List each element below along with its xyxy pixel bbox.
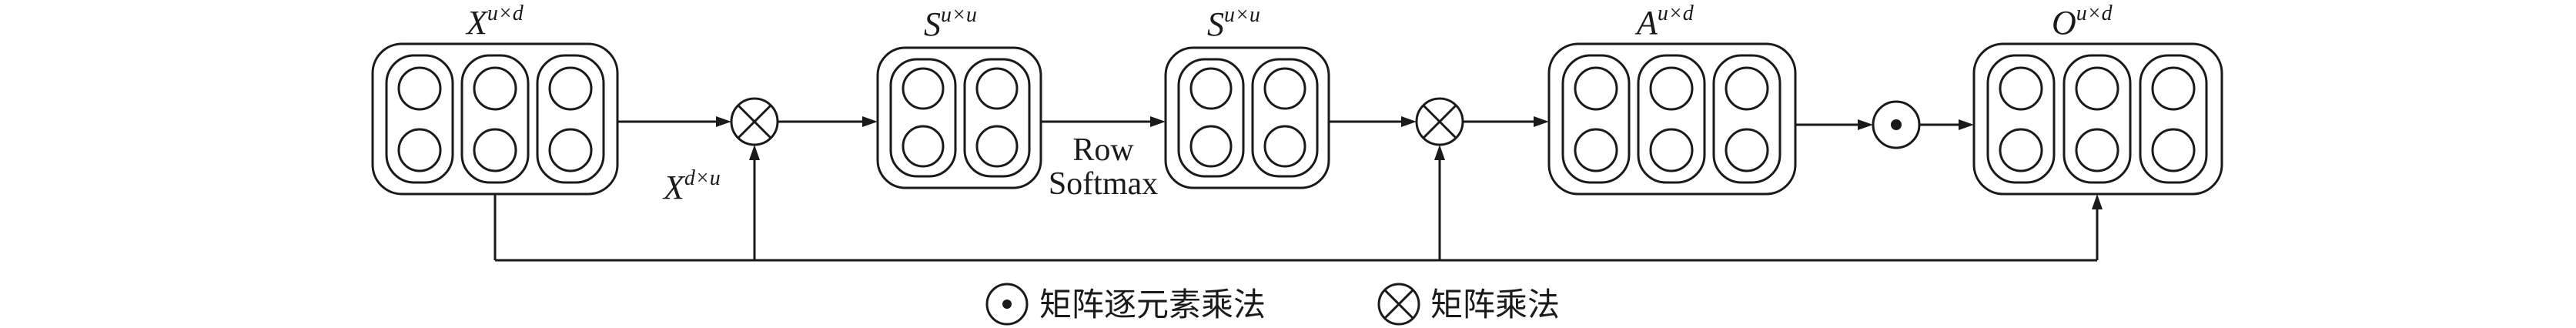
matrix-column bbox=[385, 54, 454, 184]
row-softmax-label-2: Softmax bbox=[1049, 166, 1158, 202]
label-x-transpose: Xd×u bbox=[662, 166, 721, 206]
neuron-node bbox=[1263, 67, 1306, 110]
neuron-node bbox=[397, 66, 442, 111]
neuron-node bbox=[902, 67, 945, 110]
neuron-node bbox=[548, 66, 593, 111]
neuron-node bbox=[473, 128, 517, 172]
neuron-node bbox=[473, 66, 517, 111]
matrix-column bbox=[1177, 58, 1245, 178]
matrix-column bbox=[1561, 54, 1631, 184]
neuron-node bbox=[2075, 128, 2119, 172]
row-softmax-label: Row bbox=[1072, 132, 1134, 168]
matrix-column bbox=[460, 54, 530, 184]
matrix-column bbox=[1637, 54, 1706, 184]
matrix-block-s1 bbox=[876, 46, 1042, 189]
neuron-node bbox=[1574, 66, 1618, 111]
matrix-column bbox=[1712, 54, 1781, 184]
legend-elementwise-icon bbox=[985, 283, 1029, 326]
neuron-node bbox=[1189, 67, 1233, 110]
neuron-node bbox=[1574, 128, 1618, 172]
matrix-block-o bbox=[1972, 42, 2223, 196]
neuron-node bbox=[397, 128, 442, 172]
legend-matmul-icon bbox=[1377, 283, 1420, 326]
neuron-node bbox=[1649, 66, 1694, 111]
legend-matmul-label: 矩阵乘法 bbox=[1430, 286, 1560, 323]
matrix-column bbox=[536, 54, 605, 184]
neuron-node bbox=[548, 128, 593, 172]
label-s2: Su×u bbox=[1207, 3, 1260, 43]
matrix-column bbox=[963, 58, 1031, 178]
matrix-column bbox=[1986, 54, 2056, 184]
matrix-block-s2 bbox=[1164, 46, 1330, 189]
neuron-node bbox=[2151, 128, 2196, 172]
neuron-node bbox=[1725, 128, 1769, 172]
elementwise-operator bbox=[1872, 100, 1921, 149]
matrix-block-a bbox=[1547, 42, 1797, 196]
neuron-node bbox=[1263, 125, 1306, 168]
neuron-node bbox=[2151, 66, 2196, 111]
neuron-node bbox=[902, 125, 945, 168]
neuron-node bbox=[2075, 66, 2119, 111]
matrix-column bbox=[889, 58, 957, 178]
label-x: Xu×d bbox=[465, 2, 524, 42]
neuron-node bbox=[975, 125, 1019, 168]
neuron-node bbox=[1725, 66, 1769, 111]
label-o: Ou×d bbox=[2052, 2, 2113, 42]
neuron-node bbox=[1999, 128, 2043, 172]
matrix-column bbox=[2139, 54, 2208, 184]
matmul-operator-1 bbox=[730, 97, 779, 146]
neuron-node bbox=[1999, 66, 2043, 111]
legend-elementwise-label: 矩阵逐元素乘法 bbox=[1039, 286, 1266, 323]
matrix-column bbox=[1251, 58, 1319, 178]
connection-lines bbox=[493, 116, 2103, 262]
label-a: Au×d bbox=[1634, 2, 1694, 42]
neuron-node bbox=[975, 67, 1019, 110]
label-s1: Su×u bbox=[924, 3, 977, 43]
neuron-node bbox=[1649, 128, 1694, 172]
matrix-block-x bbox=[371, 42, 619, 196]
matrix-column bbox=[2062, 54, 2132, 184]
matmul-operator-2 bbox=[1415, 97, 1464, 146]
legend: 矩阵逐元素乘法 矩阵乘法 bbox=[985, 283, 1560, 326]
neuron-node bbox=[1189, 125, 1233, 168]
